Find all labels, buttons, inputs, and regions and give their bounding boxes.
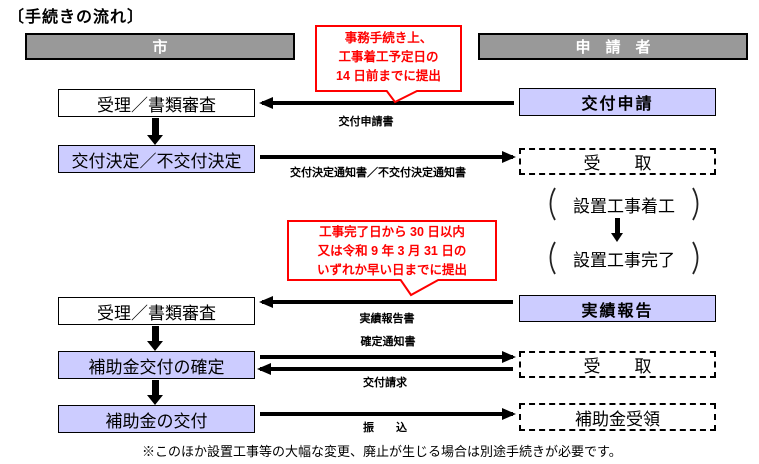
callout-tail-icon: [399, 279, 441, 297]
bracket-right-icon: [692, 187, 699, 221]
step-city-review-1: 受理／書類審査: [58, 89, 255, 117]
arrow-label-decision-doc: 交付決定通知書／不交付決定通知書: [290, 167, 466, 179]
column-header-applicant: 申 請 者: [478, 33, 748, 60]
step-report: 実績報告: [519, 295, 716, 322]
down-arrow-icon: [147, 380, 164, 405]
arrow-payment-request: [257, 362, 515, 375]
bracket-right-icon: [692, 241, 699, 275]
step-grant-decision: 交付決定／不交付決定: [58, 145, 255, 173]
arrow-label-application-doc: 交付申請書: [338, 116, 394, 128]
step-grant-payment: 補助金の交付: [58, 405, 255, 433]
callout-tail-icon: [385, 90, 420, 104]
arrow-bank-transfer: [258, 407, 516, 420]
down-arrow-icon: [147, 118, 164, 145]
callout-line: 工事着工予定日の: [338, 50, 439, 64]
callout-line: 事務手続き上、: [344, 31, 433, 45]
callout-report-deadline: 工事完了日から 30 日以内 又は令和 9 年 3 月 31 日の いずれか早い…: [287, 220, 497, 281]
step-construction-start: 設置工事着工: [573, 197, 675, 216]
callout-line: 又は令和 9 年 3 月 31 日の: [317, 244, 467, 258]
down-arrow-icon: [147, 326, 164, 351]
callout-line: 14 日前までに提出: [336, 69, 441, 83]
step-construction-end: 設置工事完了: [573, 251, 675, 270]
page-title: 〔手続きの流れ〕: [8, 9, 145, 26]
footnote: ※このほか設置工事等の大幅な変更、廃止が生じる場合は別途手続きが必要です。: [142, 444, 622, 459]
step-application: 交付申請: [519, 88, 716, 116]
arrow-report: [259, 295, 515, 308]
arrow-label-payment-request: 交付請求: [363, 377, 407, 389]
arrow-label-confirmation-doc: 確定通知書: [360, 336, 416, 348]
callout-application-deadline: 事務手続き上、 工事着工予定日の 14 日前までに提出: [315, 25, 462, 92]
down-arrow-icon: [611, 218, 624, 242]
arrow-label-report-doc: 実績報告書: [359, 313, 415, 325]
step-subsidy-receipt: 補助金受領: [519, 403, 716, 431]
arrow-confirmation-notice: [258, 350, 516, 363]
bracket-left-icon: [549, 241, 556, 275]
callout-line: いずれか早い日までに提出: [316, 263, 467, 277]
step-grant-confirmation: 補助金交付の確定: [58, 351, 255, 379]
arrow-application: [259, 96, 516, 109]
step-city-review-2: 受理／書類審査: [58, 297, 255, 325]
arrow-label-bank-transfer: 振 込: [363, 422, 407, 434]
step-receipt-2: 受 取: [519, 351, 716, 378]
bracket-left-icon: [549, 187, 556, 221]
column-header-city: 市: [25, 33, 295, 60]
arrow-decision-notice: [258, 150, 516, 163]
step-receipt-1: 受 取: [519, 148, 716, 175]
callout-line: 工事完了日から 30 日以内: [319, 225, 465, 239]
